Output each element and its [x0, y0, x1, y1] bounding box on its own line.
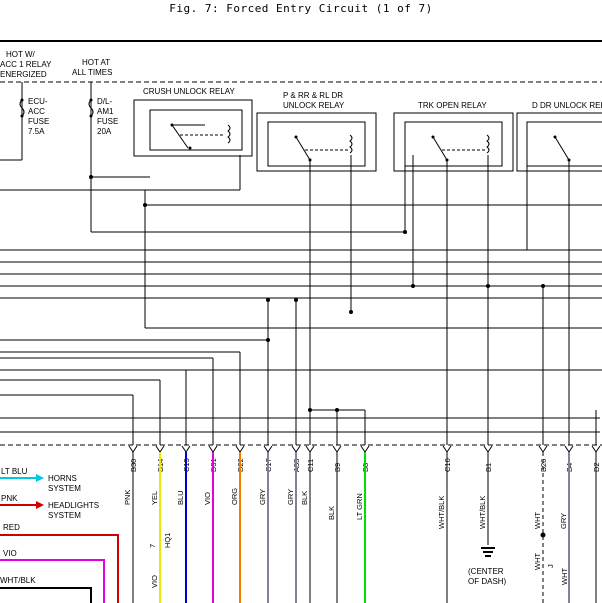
svg-text:ECU-: ECU- — [28, 97, 48, 106]
svg-text:HORNS: HORNS — [48, 474, 77, 483]
connector-pin — [208, 445, 218, 453]
svg-text:HEADLIGHTS: HEADLIGHTS — [48, 501, 99, 510]
wire-label-whtblk: WHT/BLK — [0, 576, 36, 585]
ecu-connector-pins — [128, 445, 601, 453]
diagram-title: Fig. 7: Forced Entry Circuit (1 of 7) — [169, 2, 433, 15]
wire-color-label: WHT/BLK — [437, 496, 446, 529]
lbl-wht-lower1: WHT — [533, 553, 542, 570]
relay-trk-open: TRK OPEN RELAY — [393, 101, 514, 172]
svg-text:D DR UNLOCK RELAY: D DR UNLOCK RELAY — [532, 101, 602, 110]
wire-color-label: WHT — [533, 512, 542, 529]
pin-label: B26 — [539, 459, 548, 472]
svg-text:HQ1: HQ1 — [163, 533, 172, 548]
wire-color-label: PNK — [123, 490, 132, 505]
lbl-j: J — [546, 564, 555, 568]
connector-pin — [591, 445, 601, 453]
wire-color-label: BLU — [176, 490, 185, 505]
svg-text:(CENTER: (CENTER — [468, 567, 504, 576]
connector-pin — [305, 445, 315, 453]
svg-text:D/L-: D/L- — [97, 97, 112, 106]
headlights-arrow: PNK HEADLIGHTS SYSTEM — [0, 494, 99, 520]
connector-pin — [155, 445, 165, 453]
wire-color-label: LT GRN — [355, 493, 364, 520]
connector-pin — [235, 445, 245, 453]
connector-pin — [263, 445, 273, 453]
fuse-ecu-acc: ECU- ACC FUSE 7.5A — [0, 82, 49, 161]
svg-text:ENERGIZED: ENERGIZED — [0, 70, 47, 79]
wire-color-label: ORG — [230, 488, 239, 505]
wire-color-label: BLK — [327, 506, 336, 520]
svg-text:UNLOCK RELAY: UNLOCK RELAY — [283, 101, 345, 110]
wire-label-red: RED — [3, 523, 20, 532]
junction-dots — [143, 203, 545, 412]
bus-lines — [0, 122, 602, 445]
ground-center-dash: (CENTER OF DASH) — [468, 547, 507, 586]
connector-pin — [181, 445, 191, 453]
connector-pin — [483, 445, 493, 453]
black-wires — [132, 452, 597, 603]
splice-point — [540, 532, 546, 538]
horns-arrow: LT BLU HORNS SYSTEM — [0, 467, 81, 493]
svg-text:HOT AT: HOT AT — [82, 58, 110, 67]
svg-text:P & RR & RL DR: P & RR & RL DR — [283, 91, 343, 100]
connector-pin — [128, 445, 138, 453]
connector-pin — [360, 445, 370, 453]
svg-text:7: 7 — [148, 544, 157, 548]
wire-color-label: GRY — [559, 513, 568, 529]
wire-color-label: BLK — [300, 491, 309, 505]
wire-label-vio: VIO — [3, 549, 17, 558]
svg-text:CRUSH UNLOCK RELAY: CRUSH UNLOCK RELAY — [143, 87, 236, 96]
wire-color-labels: PNK YEL BLU VIO ORG GRY GRY BLK LT GRN WHT/BLK WHT… — [123, 488, 568, 529]
svg-text:SYSTEM: SYSTEM — [48, 484, 81, 493]
wire-color-label: GRY — [286, 489, 295, 505]
svg-text:AM1: AM1 — [97, 107, 114, 116]
connector-pin — [442, 445, 452, 453]
svg-text:SYSTEM: SYSTEM — [48, 511, 81, 520]
svg-text:ACC: ACC — [28, 107, 45, 116]
svg-text:ACC 1 RELAY: ACC 1 RELAY — [0, 60, 52, 69]
wire-color-label: GRY — [258, 489, 267, 505]
hq1-connector: 7 HQ1 VIO — [148, 533, 172, 588]
relay-d-dr-unlock: D DR UNLOCK RELAY — [516, 101, 602, 172]
svg-text:LT BLU: LT BLU — [1, 467, 28, 476]
power-header-acc: HOT W/ ACC 1 RELAY ENERGIZED — [0, 50, 52, 79]
svg-text:VIO: VIO — [150, 575, 159, 588]
svg-text:PNK: PNK — [1, 494, 18, 503]
svg-text:ALL TIMES: ALL TIMES — [72, 68, 112, 77]
svg-text:FUSE: FUSE — [97, 117, 118, 126]
wire-color-label: VIO — [203, 492, 212, 505]
power-header-battery: HOT AT ALL TIMES — [72, 58, 112, 77]
svg-text:OF DASH): OF DASH) — [468, 577, 507, 586]
svg-text:FUSE: FUSE — [28, 117, 49, 126]
connector-pin — [564, 445, 574, 453]
svg-text:20A: 20A — [97, 127, 112, 136]
connector-pin — [538, 445, 548, 453]
relay-crush-unlock: CRUSH UNLOCK RELAY — [133, 87, 253, 157]
svg-text:HOT W/: HOT W/ — [6, 50, 36, 59]
svg-text:TRK OPEN RELAY: TRK OPEN RELAY — [418, 101, 487, 110]
connector-pin — [332, 445, 342, 453]
wire-color-label: YEL — [150, 491, 159, 505]
fuse-dl-am1: D/L- AM1 FUSE 20A — [88, 82, 405, 233]
title-bar: Fig. 7: Forced Entry Circuit (1 of 7) — [0, 0, 602, 42]
connector-pin — [291, 445, 301, 453]
wire-color-label: WHT/BLK — [478, 496, 487, 529]
relay-p-rr-rl-unlock: P & RR & RL DR UNLOCK RELAY — [256, 91, 377, 172]
svg-text:7.5A: 7.5A — [28, 127, 45, 136]
colored-wires — [0, 452, 570, 603]
lbl-wht-lower2: WHT — [560, 568, 569, 585]
